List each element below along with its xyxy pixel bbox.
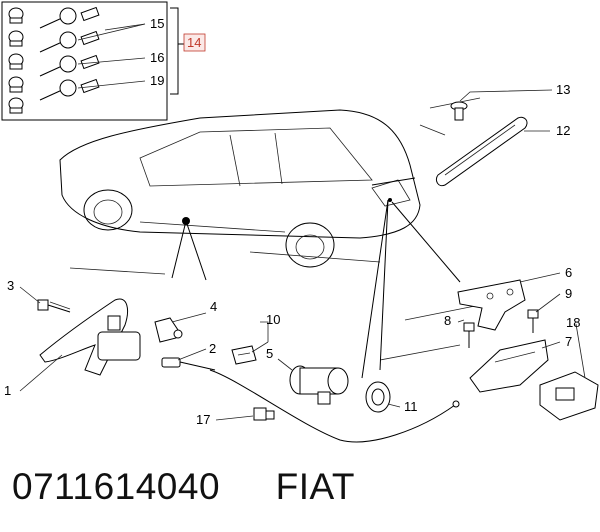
callout-13: 13 bbox=[556, 82, 570, 97]
callout-5: 5 bbox=[266, 346, 273, 361]
callout-17: 17 bbox=[196, 412, 210, 427]
lock-barrel-icons bbox=[8, 7, 24, 114]
part-rod-2 bbox=[161, 357, 216, 371]
callout-18: 18 bbox=[566, 315, 580, 330]
part-clip-4 bbox=[154, 317, 183, 343]
callout-9: 9 bbox=[565, 286, 572, 301]
callout-8: 8 bbox=[444, 313, 451, 328]
part-screw-3 bbox=[37, 299, 71, 313]
part-buffer-block bbox=[539, 371, 599, 421]
part-number-footer: 0711614040 FIAT bbox=[12, 466, 355, 508]
callout-15: 15 bbox=[150, 16, 164, 31]
callout-12: 12 bbox=[556, 123, 570, 138]
callout-6: 6 bbox=[565, 265, 572, 280]
key-set-inset bbox=[1, 1, 186, 121]
part-trim-strip bbox=[435, 116, 528, 187]
part-clip bbox=[450, 101, 468, 121]
brand-name: FIAT bbox=[275, 466, 356, 507]
callout-labels: 1 2 3 4 5 6 7 8 9 10 11 12 13 14 15 16 1… bbox=[4, 16, 580, 427]
car-body bbox=[59, 97, 481, 361]
callout-4: 4 bbox=[210, 299, 217, 314]
part-latch bbox=[457, 279, 526, 331]
part-number: 0711614040 bbox=[12, 466, 221, 507]
key-icons bbox=[39, 6, 100, 101]
callout-14: 14 bbox=[187, 35, 201, 50]
callout-10: 10 bbox=[266, 312, 280, 327]
callout-11: 11 bbox=[404, 399, 418, 414]
part-bracket-10 bbox=[231, 345, 257, 365]
callout-14-box bbox=[183, 33, 206, 52]
callout-19: 19 bbox=[150, 73, 164, 88]
release-cable bbox=[209, 369, 456, 443]
callout-2: 2 bbox=[209, 341, 216, 356]
callout-1: 1 bbox=[4, 383, 11, 398]
callout-7: 7 bbox=[565, 334, 572, 349]
part-grommet bbox=[365, 381, 391, 413]
part-door-handle bbox=[39, 298, 141, 376]
guide-lines bbox=[171, 177, 461, 379]
part-bolt-8 bbox=[463, 322, 475, 348]
callout-3: 3 bbox=[7, 278, 14, 293]
part-striker-bracket bbox=[469, 339, 549, 393]
callout-16: 16 bbox=[150, 50, 164, 65]
part-lock-cylinder bbox=[289, 365, 349, 405]
callout-leaders bbox=[19, 89, 586, 421]
part-bolt-9 bbox=[527, 309, 539, 333]
part-fastener-17 bbox=[253, 407, 275, 421]
